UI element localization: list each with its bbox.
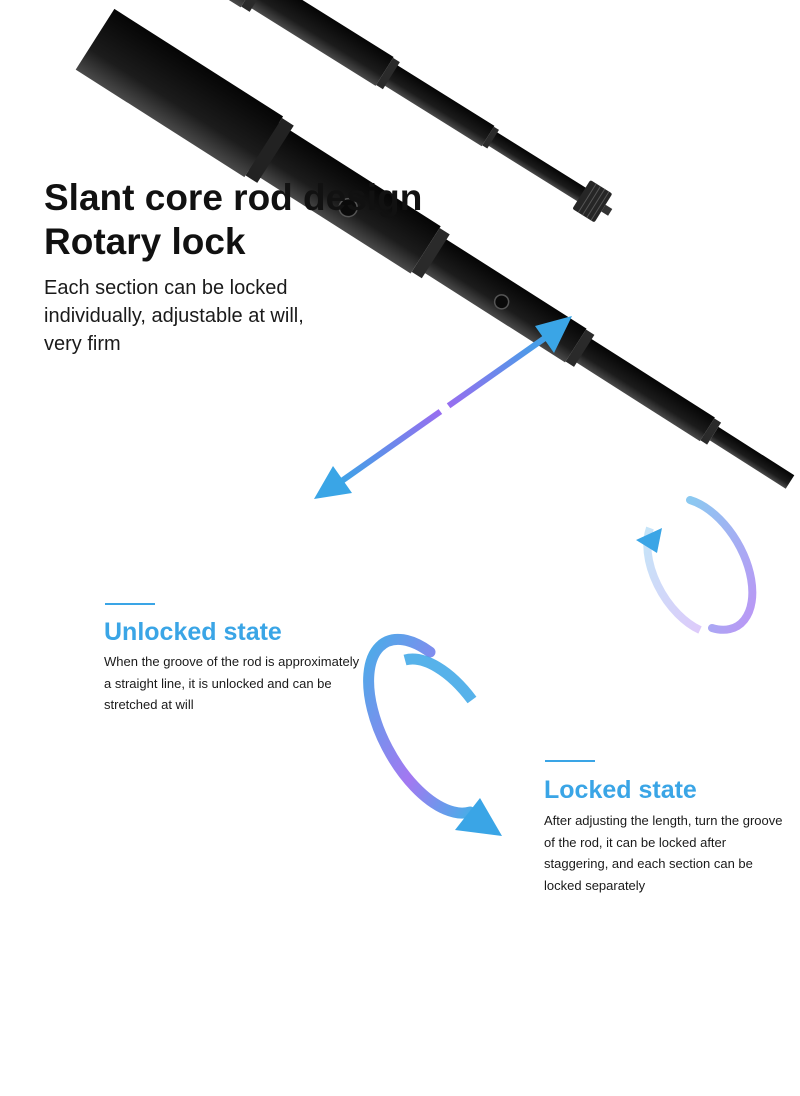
locking-groove xyxy=(338,197,358,218)
lower-rod xyxy=(75,8,795,489)
unlocked-state-title: Unlocked state xyxy=(104,618,282,646)
rotation-arrow-icon xyxy=(363,633,502,836)
title-line-1: Slant core rod design xyxy=(44,177,423,218)
unlocked-state-description: When the groove of the rod is approximat… xyxy=(104,654,360,712)
double-headed-arrow-icon xyxy=(314,316,572,499)
upper-rod xyxy=(0,0,613,222)
locked-state-description: After adjusting the length, turn the gro… xyxy=(544,813,783,893)
locking-groove xyxy=(493,294,510,310)
rotation-arrow-icon xyxy=(636,496,757,634)
locked-state-title: Locked state xyxy=(544,776,697,804)
title-line-2: Rotary lock xyxy=(44,221,246,262)
knurled-cap xyxy=(573,180,612,222)
locked-divider xyxy=(545,760,595,762)
intro-text: Each section can be locked individually,… xyxy=(44,277,304,355)
unlocked-divider xyxy=(105,603,155,605)
page-title: Slant core rod design Rotary lock xyxy=(44,176,422,264)
